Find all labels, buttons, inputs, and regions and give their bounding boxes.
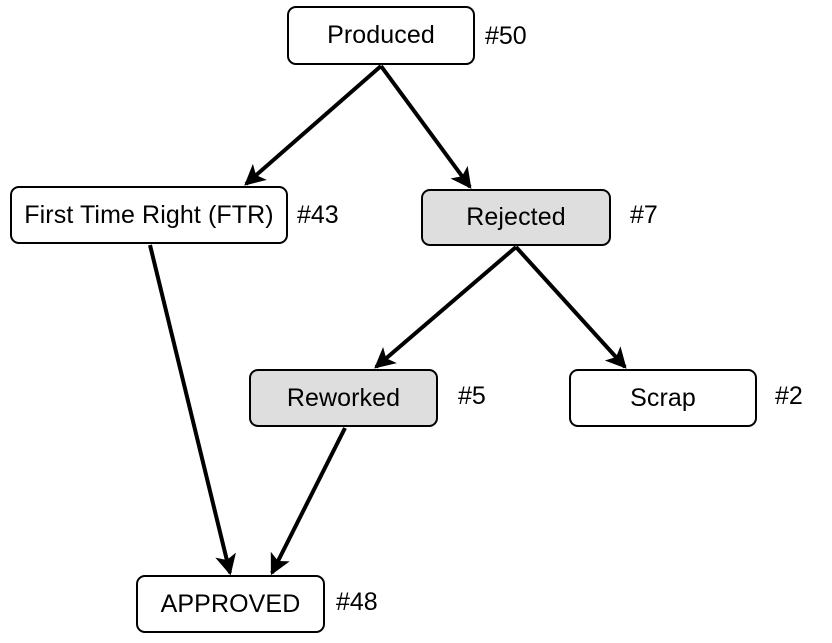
node-label-reworked: Reworked: [286, 383, 401, 412]
node-label-produced: Produced: [327, 21, 435, 49]
node-count-approved: #48: [336, 588, 378, 616]
node-rejected[interactable]: Rejected: [421, 189, 611, 246]
node-count-scrap: #2: [775, 382, 803, 410]
node-label-rejected: Rejected: [466, 203, 566, 231]
node-count-reworked: #5: [458, 382, 486, 410]
node-count-rejected: #7: [630, 201, 658, 229]
node-label-scrap: Scrap: [630, 383, 696, 412]
node-reworked[interactable]: Reworked: [249, 369, 438, 427]
edges-group: [148, 64, 627, 576]
edge-rejected-to-scrap: [514, 245, 627, 369]
node-label-approved: APPROVED: [160, 589, 301, 618]
node-approved[interactable]: APPROVED: [136, 575, 325, 633]
edge-produced-to-rejected: [379, 64, 472, 189]
edge-reworked-to-approved: [270, 427, 347, 576]
node-ftr[interactable]: First Time Right (FTR): [10, 186, 288, 244]
edge-ftr-to-approved: [148, 244, 236, 576]
node-label-ftr: First Time Right (FTR): [24, 200, 274, 229]
node-count-ftr: #43: [297, 201, 339, 229]
edge-rejected-to-reworked: [374, 245, 518, 369]
edge-produced-to-ftr: [244, 64, 383, 186]
node-count-produced: #50: [485, 22, 527, 50]
node-scrap[interactable]: Scrap: [569, 369, 757, 427]
node-produced[interactable]: Produced: [287, 6, 475, 65]
